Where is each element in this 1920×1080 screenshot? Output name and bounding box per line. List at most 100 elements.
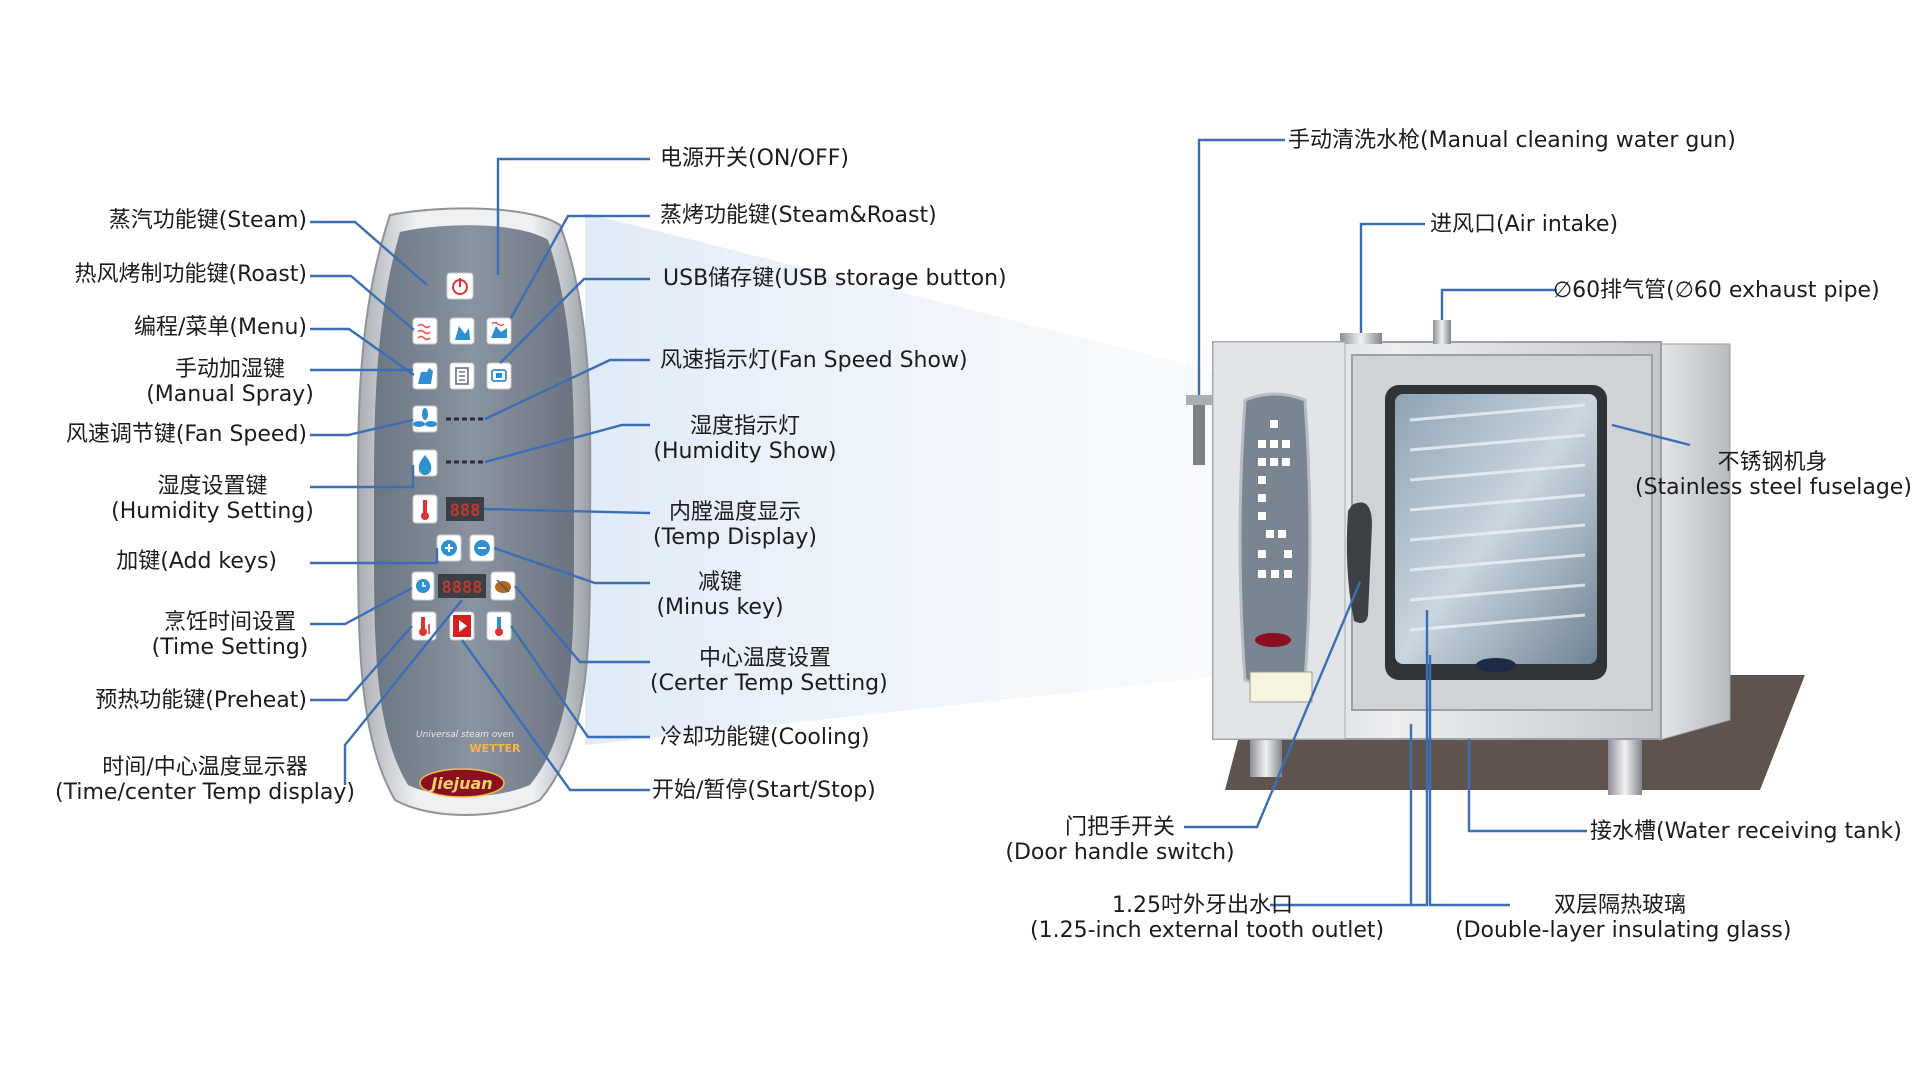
label-exhaust-text: ∅60排气管(∅60 exhaust pipe)	[1553, 278, 1880, 303]
label-center-temp-zh: 中心温度设置	[698, 646, 831, 671]
plus-icon	[445, 544, 453, 552]
label-preheat-text: 预热功能键(Preheat)	[95, 688, 307, 713]
roast-button[interactable]	[449, 317, 475, 345]
usb-icon	[491, 369, 507, 382]
label-roast: 热风烤制功能键(Roast)	[75, 262, 308, 287]
cooling-button[interactable]	[486, 611, 512, 641]
label-start-stop: 开始/暂停(Start/Stop)	[652, 778, 876, 803]
label-water-tank-text: 接水槽(Water receiving tank)	[1590, 819, 1902, 844]
start-stop-button[interactable]	[449, 611, 475, 641]
label-add-keys-text: 加键(Add keys)	[116, 549, 277, 574]
leader-lines	[310, 138, 1691, 907]
power-button[interactable]	[446, 272, 474, 300]
label-outlet-en: (1.25-inch external tooth outlet)	[1030, 918, 1385, 943]
label-fan-speed-show-text: 风速指示灯(Fan Speed Show)	[660, 348, 968, 373]
add-button[interactable]	[436, 534, 462, 562]
label-minus-zh: 减键	[697, 570, 742, 595]
steam-button[interactable]	[412, 317, 438, 345]
brand-small: WETTER	[470, 742, 521, 755]
water-gun	[1193, 395, 1205, 465]
label-temp-display-zh: 内膛温度显示	[668, 500, 801, 525]
door-logo	[1476, 658, 1516, 672]
label-fan-speed-show: 风速指示灯(Fan Speed Show)	[660, 348, 968, 373]
label-fuselage-en: (Stainless steel fuselage)	[1635, 475, 1912, 500]
model-text: Universal steam oven	[416, 730, 514, 740]
label-roast-text: 热风烤制功能键(Roast)	[74, 262, 308, 287]
time-display-digits: 8888	[442, 578, 483, 598]
label-outlet-zh: 1.25吋外牙出水口	[1112, 893, 1293, 918]
label-time-setting-zh: 烹饪时间设置	[163, 610, 296, 635]
time-setting-button[interactable]	[411, 571, 435, 601]
label-humidity-setting-zh: 湿度设置键	[157, 474, 268, 499]
label-glass-zh: 双层隔热玻璃	[1553, 893, 1686, 918]
cooling-icon	[495, 617, 503, 636]
label-preheat: 预热功能键(Preheat)	[95, 688, 307, 713]
brand-logo-badge	[419, 768, 505, 798]
center-temp-button[interactable]	[490, 571, 516, 601]
label-humidity-show: 湿度指示灯 (Humidity Show)	[650, 414, 840, 464]
oven-leg	[1608, 735, 1642, 795]
label-fan-speed: 风速调节键(Fan Speed)	[66, 422, 307, 447]
preheat-icon	[419, 617, 430, 636]
label-center-temp: 中心温度设置 (Certer Temp Setting)	[650, 646, 888, 696]
start-stop-icon	[459, 620, 467, 632]
label-minus-en: (Minus key)	[656, 595, 784, 620]
oven-side-panel	[1654, 343, 1731, 741]
label-door-handle-zh: 门把手开关	[1064, 815, 1175, 840]
label-humidity-setting: 湿度设置键 (Humidity Setting)	[105, 474, 320, 524]
label-time-setting-en: (Time Setting)	[151, 635, 309, 660]
label-steam: 蒸汽功能键(Steam)	[109, 208, 307, 233]
label-steam-text: 蒸汽功能键(Steam)	[108, 208, 307, 233]
label-cooling-text: 冷却功能键(Cooling)	[660, 725, 870, 750]
label-on-off: 电源开关(ON/OFF)	[660, 146, 849, 171]
label-manual-spray: 手动加湿键 (Manual Spray)	[140, 357, 320, 407]
label-time-center-display-zh: 时间/中心温度显示器	[102, 755, 308, 780]
label-cooling: 冷却功能键(Cooling)	[660, 725, 870, 750]
label-humidity-show-zh: 湿度指示灯	[689, 414, 800, 439]
humidity-setting-button[interactable]	[412, 449, 438, 477]
label-manual-spray-zh: 手动加湿键	[174, 357, 285, 382]
label-start-stop-text: 开始/暂停(Start/Stop)	[652, 778, 876, 803]
label-temp-display-en: (Temp Display)	[653, 525, 817, 550]
usb-button[interactable]	[486, 362, 512, 390]
brand-logo-text: Jiejuan	[428, 774, 492, 793]
temp-button[interactable]	[412, 494, 438, 524]
label-add-keys: 加键(Add keys)	[116, 549, 277, 574]
fan-speed-button[interactable]	[412, 405, 438, 433]
label-manual-spray-en: (Manual Spray)	[146, 382, 314, 407]
label-on-off-text: 电源开关(ON/OFF)	[660, 146, 849, 171]
label-time-center-display-en: (Time/center Temp display)	[55, 780, 355, 805]
label-water-gun-text: 手动清洗水枪(Manual cleaning water gun)	[1288, 128, 1736, 153]
center-temp-icon	[495, 579, 511, 593]
steam-roast-button[interactable]	[486, 317, 512, 345]
label-fan-speed-text: 风速调节键(Fan Speed)	[65, 422, 307, 447]
menu-button[interactable]	[449, 362, 475, 390]
label-door-handle: 门把手开关 (Door handle switch)	[1005, 815, 1235, 865]
label-menu: 编程/菜单(Menu)	[134, 315, 307, 340]
label-water-tank: 接水槽(Water receiving tank)	[1590, 819, 1902, 844]
label-steam-roast: 蒸烤功能键(Steam&Roast)	[660, 203, 937, 228]
label-door-handle-en: (Door handle switch)	[1005, 840, 1235, 865]
label-exhaust: ∅60排气管(∅60 exhaust pipe)	[1553, 278, 1880, 303]
exhaust-pipe	[1433, 320, 1451, 344]
rating-plate	[1249, 671, 1313, 703]
steam-icon	[417, 323, 431, 341]
time-center-display: 8888	[438, 574, 486, 598]
label-humidity-setting-en: (Humidity Setting)	[111, 499, 314, 524]
label-air-intake: 进风口(Air intake)	[1430, 212, 1618, 237]
label-fuselage-zh: 不锈钢机身	[1717, 450, 1828, 475]
minus-button[interactable]	[469, 534, 495, 562]
label-water-gun: 手动清洗水枪(Manual cleaning water gun)	[1288, 128, 1736, 153]
temp-display-digits: 888	[450, 501, 481, 521]
manual-spray-button[interactable]	[412, 362, 438, 390]
door-handle	[1346, 502, 1372, 623]
label-usb: USB储存键(USB storage button)	[663, 266, 1007, 291]
manual-spray-icon	[418, 368, 433, 384]
label-time-setting: 烹饪时间设置 (Time Setting)	[140, 610, 320, 660]
label-temp-display: 内膛温度显示 (Temp Display)	[650, 500, 820, 550]
preheat-button[interactable]	[411, 611, 437, 641]
label-outlet: 1.25吋外牙出水口 (1.25-inch external tooth out…	[1030, 893, 1385, 943]
humidity-icon	[418, 455, 432, 475]
